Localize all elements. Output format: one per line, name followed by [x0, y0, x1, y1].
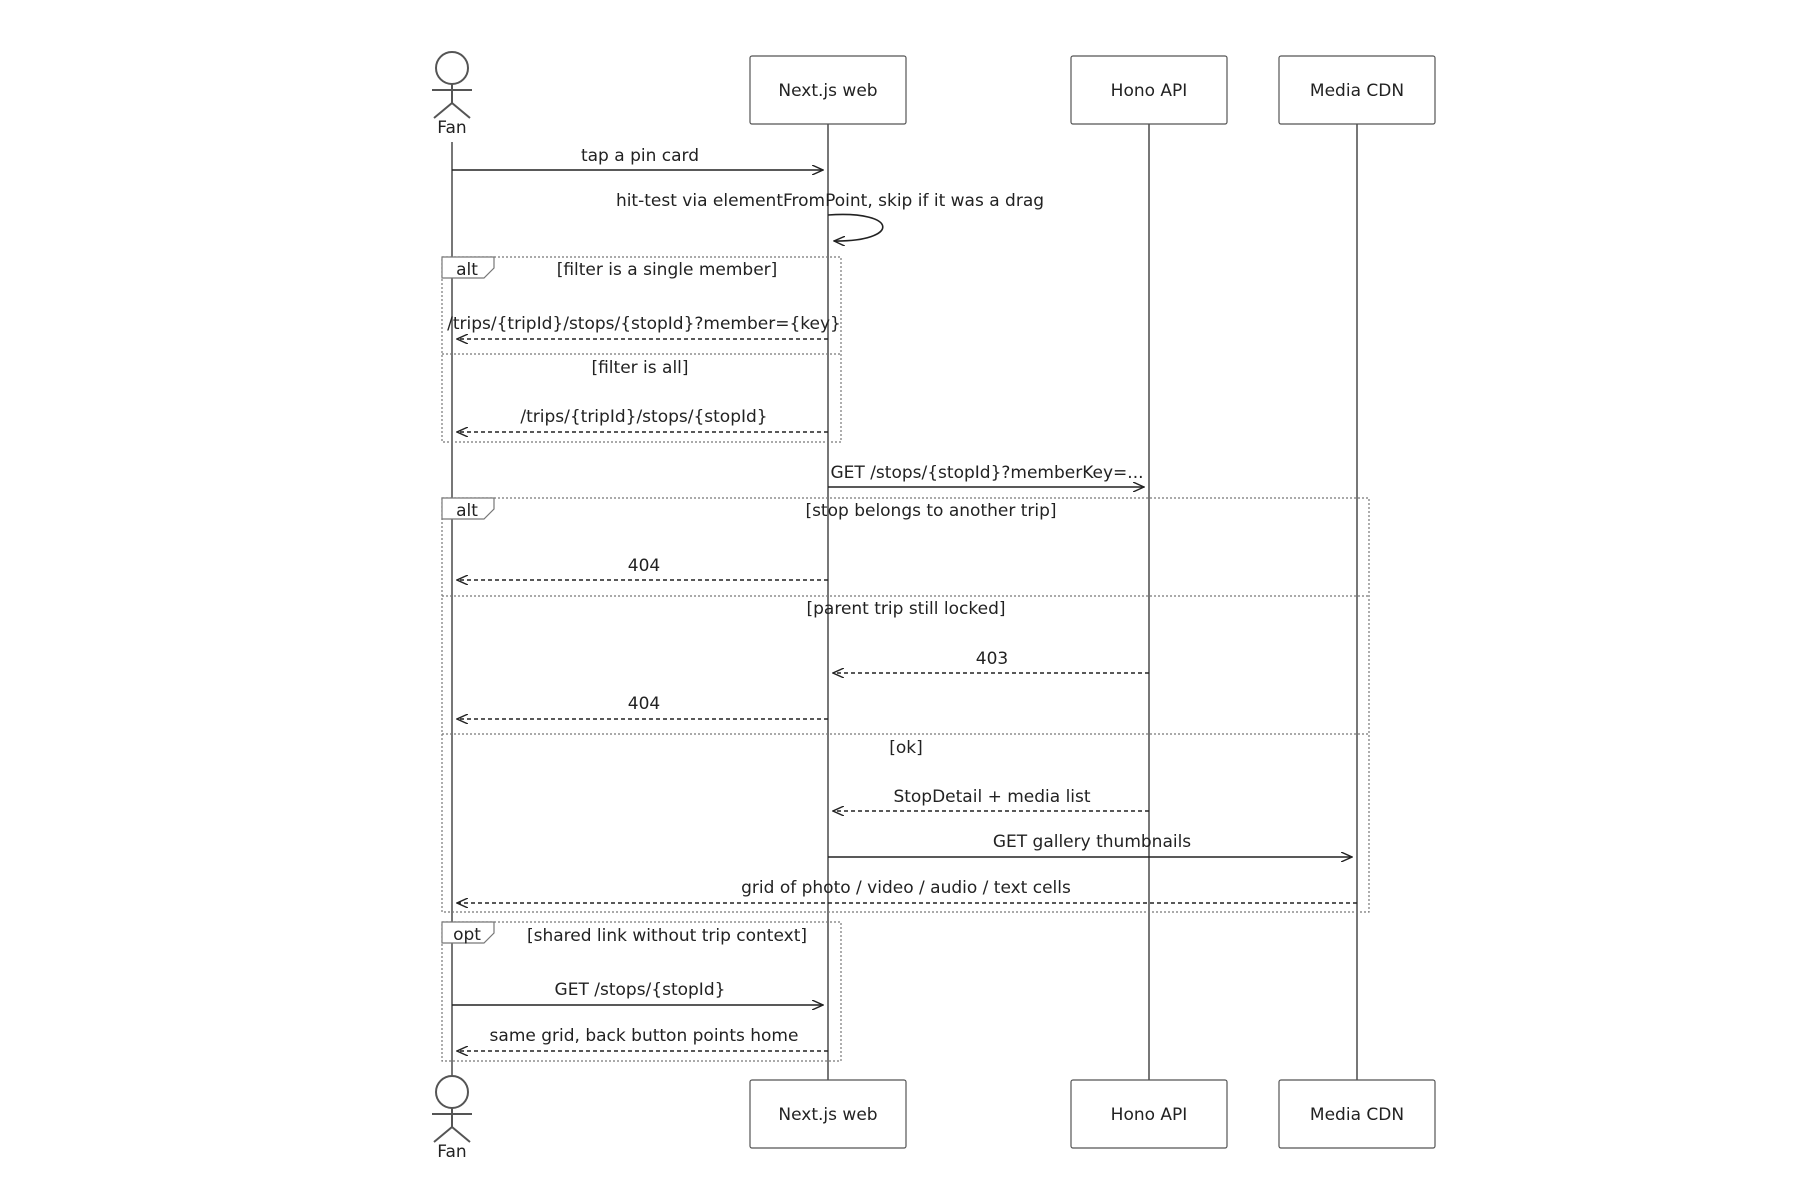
- alt-tag-label-stop: alt: [456, 501, 478, 521]
- message-label-member-route: /trips/{tripId}/stops/{stopId}?member={k…: [447, 314, 841, 334]
- participant-api-bottom: Hono API: [1070, 1079, 1228, 1149]
- message-label-get-shared: GET /stops/{stopId}: [555, 980, 726, 1000]
- participant-cdn-label-top: Media CDN: [1310, 81, 1404, 101]
- message-label-404-b: 404: [628, 694, 660, 714]
- alt-frame-stop: [441, 497, 1370, 913]
- message-label-stop-detail: StopDetail + media list: [893, 787, 1090, 807]
- alt-tag-label-filter: alt: [456, 260, 478, 280]
- message-label-thumbnails: GET gallery thumbnails: [993, 832, 1191, 852]
- participant-cdn-top: Media CDN: [1278, 55, 1436, 125]
- participant-cdn-bottom: Media CDN: [1278, 1079, 1436, 1149]
- participant-web-top: Next.js web: [749, 55, 907, 125]
- alt-condition-ok: [ok]: [889, 738, 923, 758]
- message-arrow-self: [827, 213, 884, 241]
- opt-tag-label: opt: [453, 925, 481, 945]
- message-label-grid: grid of photo / video / audio / text cel…: [741, 878, 1071, 898]
- alt-condition-parent-locked: [parent trip still locked]: [806, 599, 1005, 619]
- participant-api-label-top: Hono API: [1111, 81, 1188, 101]
- alt-condition-another-trip: [stop belongs to another trip]: [805, 501, 1056, 521]
- actor-fan-top: Fan: [432, 51, 472, 138]
- participant-api-label-bottom: Hono API: [1111, 1105, 1188, 1125]
- alt-condition-single-member: [filter is a single member]: [557, 260, 778, 280]
- message-label-same-grid: same grid, back button points home: [490, 1026, 799, 1046]
- message-label-tap: tap a pin card: [581, 146, 699, 166]
- alt-tag-stop: [441, 497, 495, 520]
- message-label-hit-test: hit-test via elementFromPoint, skip if i…: [616, 191, 1044, 211]
- actor-fan-label-top: Fan: [437, 118, 466, 138]
- participant-web-bottom: Next.js web: [749, 1079, 907, 1149]
- actor-fan-label-bottom: Fan: [437, 1142, 466, 1162]
- participant-api-top: Hono API: [1070, 55, 1228, 125]
- message-label-404-a: 404: [628, 556, 660, 576]
- alt-condition-filter-all: [filter is all]: [591, 358, 688, 378]
- message-label-all-route: /trips/{tripId}/stops/{stopId}: [520, 407, 767, 427]
- alt-tag-filter: [441, 256, 495, 279]
- participant-cdn-label-bottom: Media CDN: [1310, 1105, 1404, 1125]
- opt-tag-shared-link: [441, 921, 495, 944]
- participant-web-label-top: Next.js web: [778, 81, 877, 101]
- opt-frame-shared-link: [441, 921, 842, 1062]
- message-label-403: 403: [976, 649, 1008, 669]
- opt-condition-shared-link: [shared link without trip context]: [527, 926, 807, 946]
- actor-fan-bottom: Fan: [432, 1075, 472, 1162]
- message-label-get-stop: GET /stops/{stopId}?memberKey=...: [831, 463, 1144, 483]
- participant-web-label-bottom: Next.js web: [778, 1105, 877, 1125]
